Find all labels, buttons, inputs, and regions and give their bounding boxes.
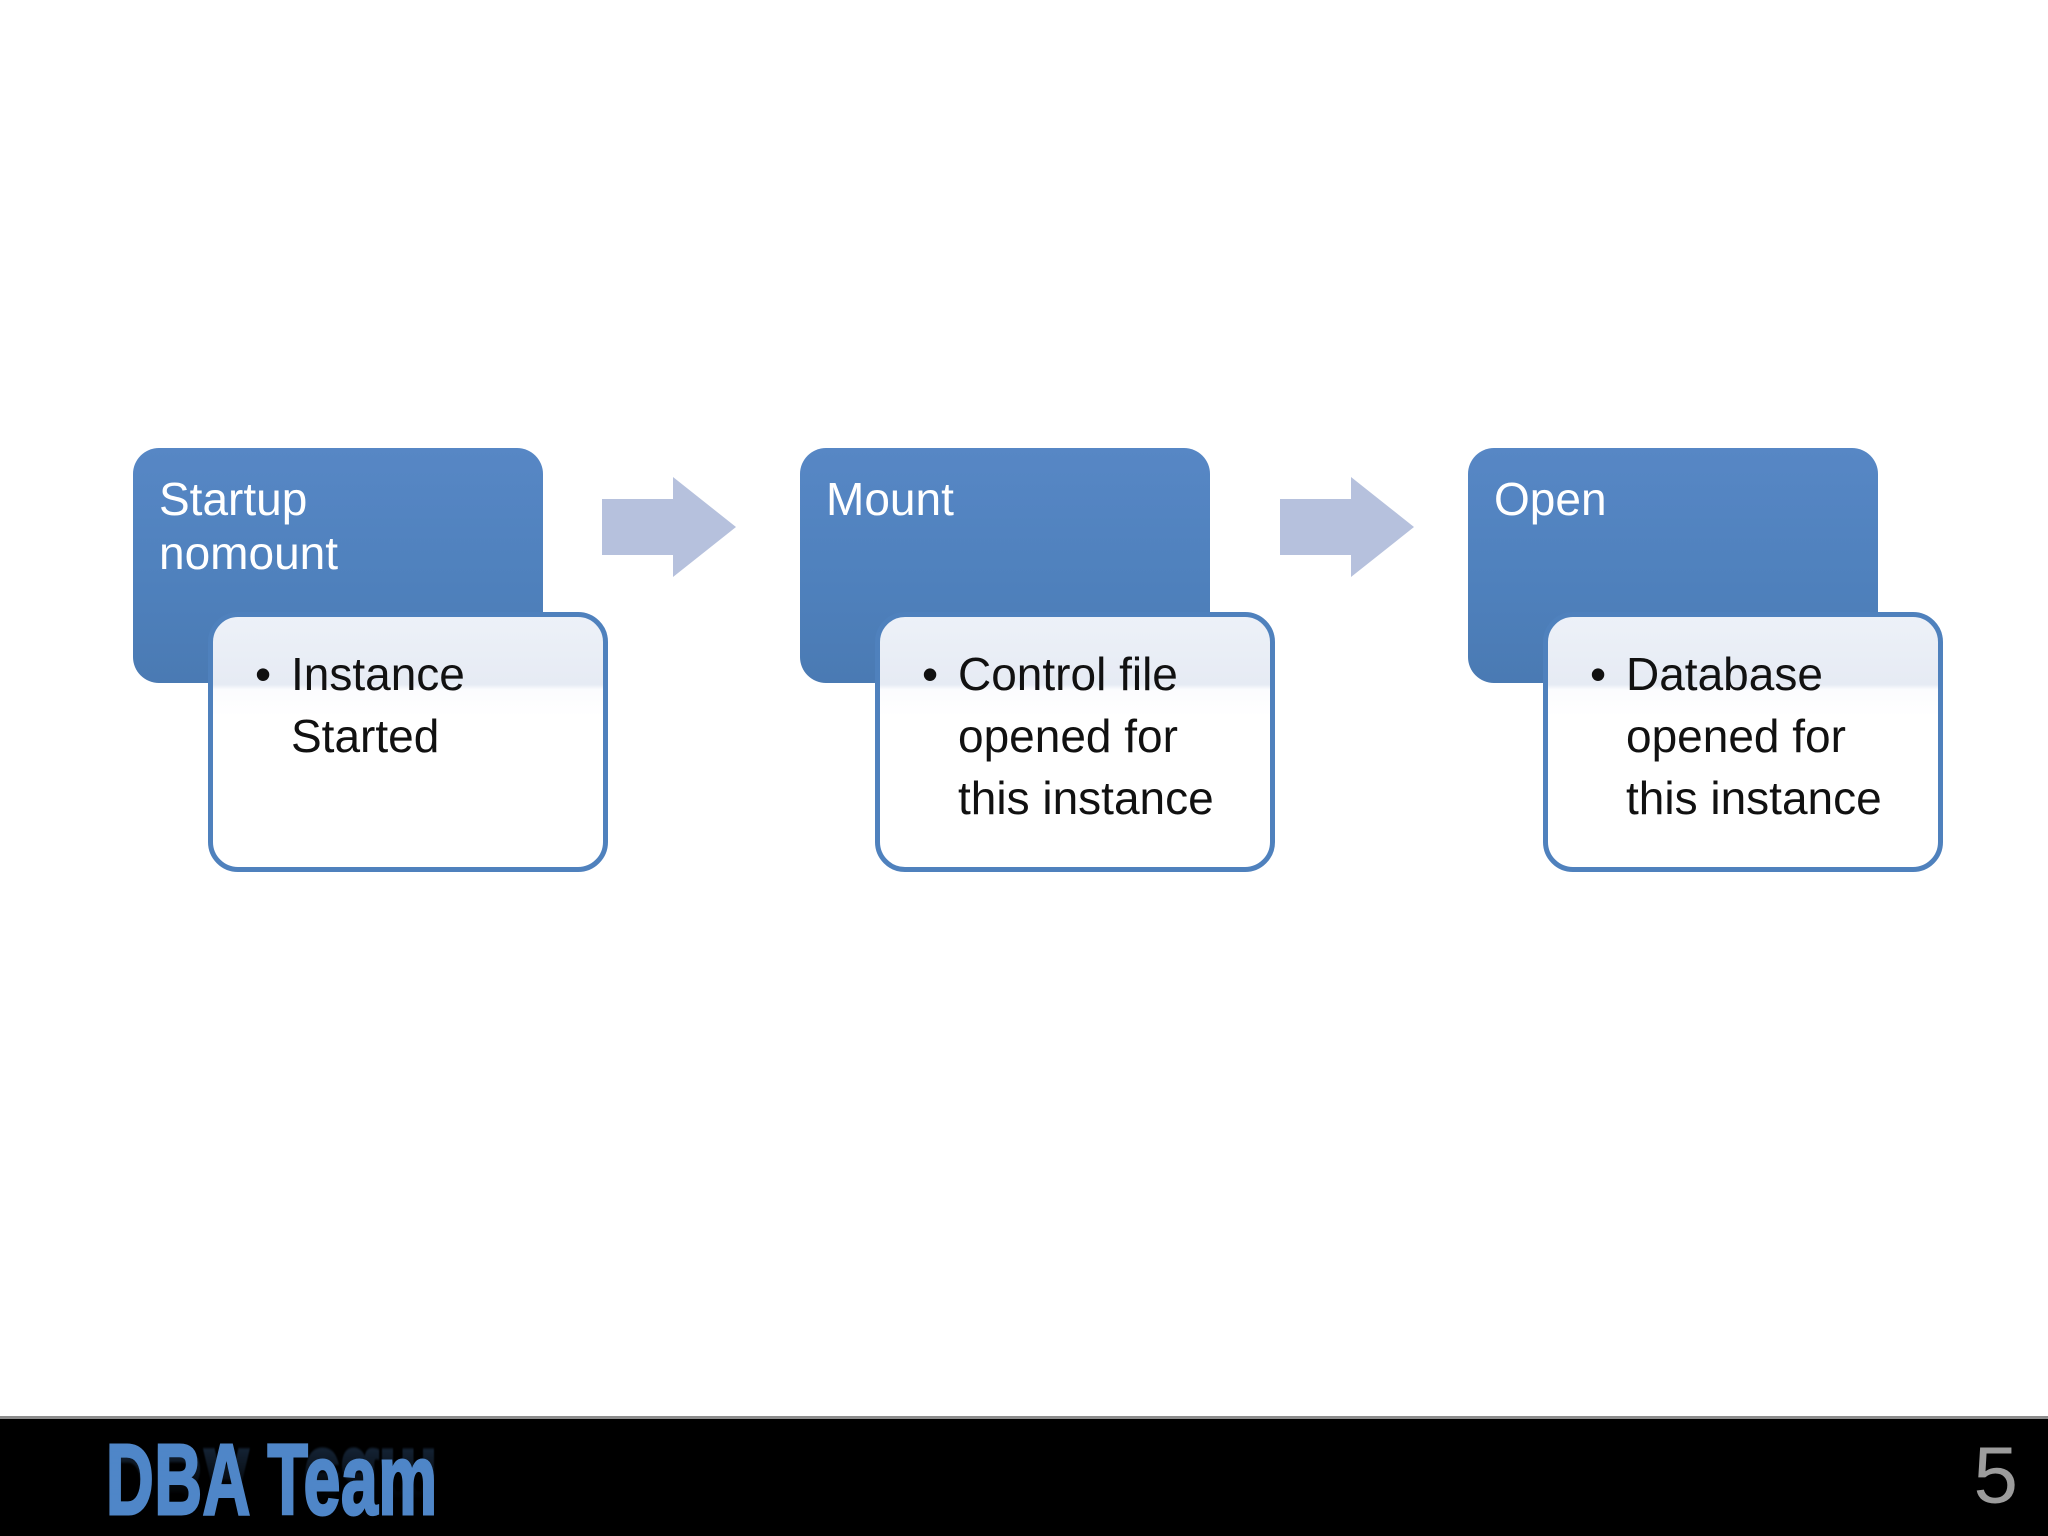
bullet-item: • Control file opened for this instance	[880, 617, 1270, 829]
flow-arrow-icon	[1280, 477, 1414, 577]
bullet-text: Instance Started	[291, 648, 465, 762]
footer-brand-reflection: DBA Team	[105, 1427, 439, 1536]
stage-detail-startup-nomount: • Instance Started	[208, 612, 608, 872]
bullet-text: Database opened for this instance	[1626, 648, 1882, 824]
bullet-icon: •	[922, 648, 939, 700]
stage-title-label: Open	[1494, 473, 1607, 525]
stage-detail-open: • Database opened for this instance	[1543, 612, 1943, 872]
bullet-icon: •	[1590, 648, 1607, 700]
footer-bar: DBA Team DBA Team 5	[0, 1416, 2048, 1536]
bullet-text: Control file opened for this instance	[958, 648, 1214, 824]
bullet-item: • Instance Started	[213, 617, 603, 767]
bullet-item: • Database opened for this instance	[1548, 617, 1938, 829]
stage-title-label: Mount	[826, 473, 954, 525]
stage-title-label: Startup nomount	[159, 473, 339, 579]
page-number: 5	[1973, 1430, 2019, 1520]
footer-brand-text: DBA Team	[105, 1424, 438, 1536]
bullet-icon: •	[255, 648, 272, 700]
footer-brand: DBA Team DBA Team	[105, 1424, 609, 1536]
flow-arrow-icon	[602, 477, 736, 577]
stage-detail-mount: • Control file opened for this instance	[875, 612, 1275, 872]
